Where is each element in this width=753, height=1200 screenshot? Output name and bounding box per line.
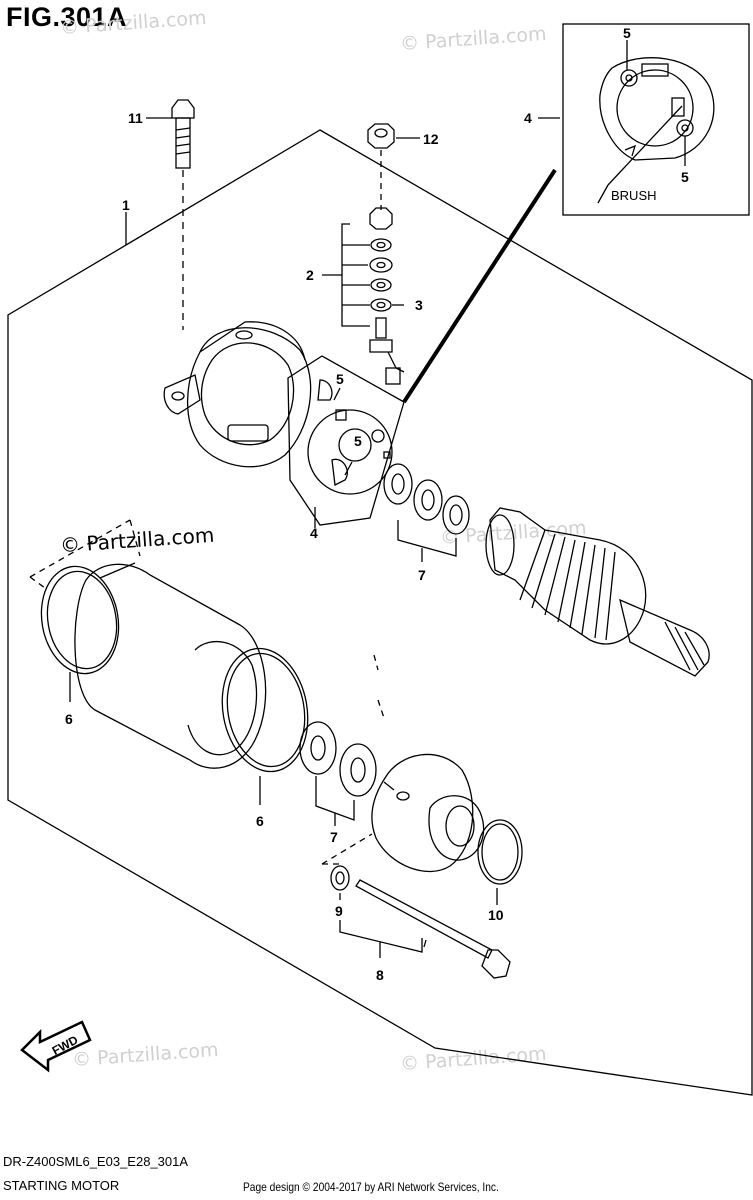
callout-12: 12 [423,131,439,147]
callout-2: 2 [306,267,314,283]
callout-9: 9 [335,903,343,919]
armature [485,507,710,677]
inset-leader [402,168,557,404]
brush-holder-plate [287,355,405,526]
assembly-centerlines [29,519,385,865]
o-ring-10 [477,819,523,905]
callout-1: 1 [122,197,130,213]
figure-name: STARTING MOTOR [3,1178,120,1193]
page-credit: Page design © 2004-2017 by ARI Network S… [243,1180,499,1194]
callout-5-b: 5 [354,433,362,449]
brush-label: BRUSH [611,188,657,203]
leader-lines [125,40,686,528]
callout-6-a: 6 [65,711,73,727]
bolt-11 [171,99,195,330]
washers-upper [383,463,470,562]
inset-brush-plate [597,57,715,204]
callout-4-main: 4 [310,525,318,541]
callout-7-a: 7 [418,567,426,583]
callout-10: 10 [488,907,504,923]
callout-7-b: 7 [330,829,338,845]
model-code: DR-Z400SML6_E03_E28_301A [3,1154,189,1169]
callout-11: 11 [128,110,143,126]
assembly-outline [7,129,753,1096]
through-bolt-8 [330,865,511,979]
brush-inset-box [562,23,750,216]
callout-5-inset-top: 5 [623,25,631,41]
callout-4-inset: 4 [524,110,532,126]
front-housing [371,753,485,873]
rear-housing [163,321,312,468]
callout-3: 3 [415,297,423,313]
fwd-arrow: FWD [20,1020,92,1073]
callout-6-b: 6 [256,813,264,829]
callout-5-a: 5 [336,371,344,387]
figure-title: FIG.301A [6,2,128,32]
callout-5-inset-bottom: 5 [681,169,689,185]
callout-labels: 1 11 12 2 3 4 5 5 5 5 4 7 6 6 7 9 10 8 B… [65,25,689,983]
motor-yoke [40,562,309,805]
callout-8: 8 [376,967,384,983]
terminal-hardware [322,123,420,385]
washers-lower [299,721,377,826]
